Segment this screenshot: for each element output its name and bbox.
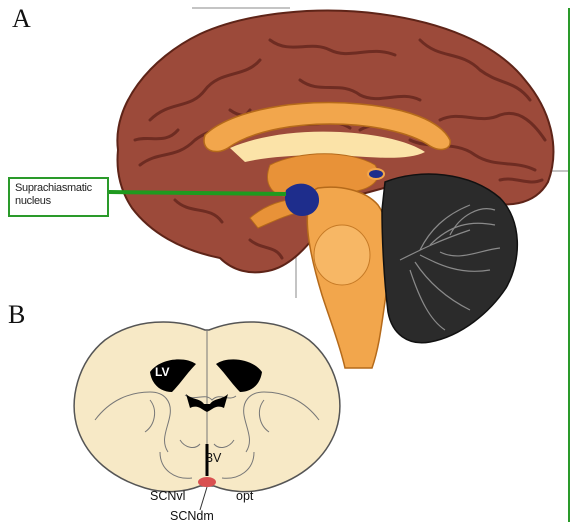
pons <box>314 225 370 285</box>
panel-b-letter: B <box>8 300 25 330</box>
scn-callout-text: Suprachiasmatic nucleus <box>15 182 92 207</box>
pineal-gland <box>368 169 384 179</box>
scn-callout-box: Suprachiasmatic nucleus <box>8 177 109 217</box>
callout-line <box>109 192 286 194</box>
